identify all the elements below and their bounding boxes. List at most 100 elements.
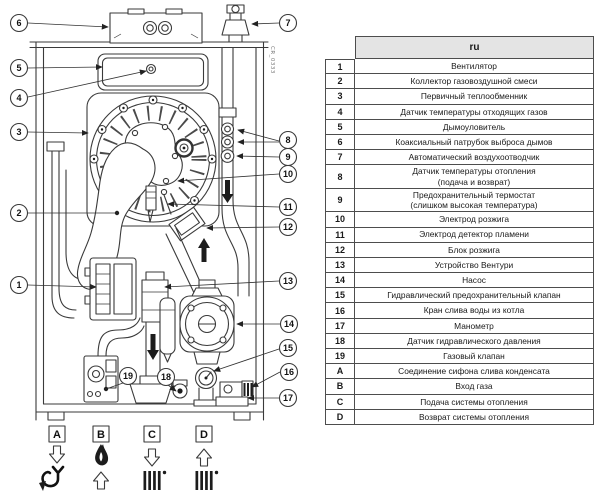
drain-tap-group xyxy=(215,380,254,407)
svg-text:9: 9 xyxy=(285,152,290,162)
part-description: Электрод детектор пламени xyxy=(355,227,594,243)
part-description: Электрод розжига xyxy=(355,212,594,228)
svg-text:D: D xyxy=(200,429,208,441)
callout-6: 6 xyxy=(9,13,29,33)
svg-text:3: 3 xyxy=(16,127,21,137)
callout-2: 2 xyxy=(9,203,29,223)
fan xyxy=(84,257,137,321)
part-number: 2 xyxy=(325,74,355,90)
part-description: Газовый клапан xyxy=(355,349,594,365)
part-number: 13 xyxy=(325,257,355,274)
svg-text:2: 2 xyxy=(16,208,21,218)
hydraulic-pressure-sensor xyxy=(159,297,188,399)
part-number: 18 xyxy=(325,333,355,349)
header-spacer xyxy=(325,36,355,59)
port-label-d: D xyxy=(195,425,213,443)
svg-text:16: 16 xyxy=(284,367,294,377)
svg-text:14: 14 xyxy=(284,319,294,329)
part-number: 19 xyxy=(325,349,355,365)
callout-4: 4 xyxy=(9,88,29,108)
part-number: C xyxy=(325,394,355,410)
svg-text:7: 7 xyxy=(285,18,290,28)
svg-text:11: 11 xyxy=(283,202,293,212)
sight-glass-icon xyxy=(174,138,194,158)
svg-text:18: 18 xyxy=(161,372,171,382)
port-label-b: B xyxy=(92,425,110,443)
condensate-downpipe xyxy=(129,321,173,404)
part-description: Автоматический воздухоотводчик xyxy=(355,150,594,166)
part-description: Первичный теплообменник xyxy=(355,89,594,105)
callout-8: 8 xyxy=(278,130,298,150)
coaxial-flue-outlet xyxy=(109,8,203,44)
svg-text:B: B xyxy=(97,429,105,441)
part-number: 6 xyxy=(325,134,355,151)
callout-13: 13 xyxy=(278,271,298,291)
part-description: Гидравлический предохранительный клапан xyxy=(355,288,594,304)
svg-text:13: 13 xyxy=(283,276,293,286)
part-description: Вход газа xyxy=(355,379,594,395)
callout-3: 3 xyxy=(9,122,29,142)
part-number: 3 xyxy=(325,89,355,105)
part-description: Датчик температуры отходящих газов xyxy=(355,104,594,120)
exchanger-bolts xyxy=(89,95,217,206)
part-number: 7 xyxy=(325,150,355,166)
part-description: Соединение сифона слива конденсата xyxy=(355,364,594,380)
callout-leaders xyxy=(27,20,281,401)
part-description: Датчик температуры отопления (подача и в… xyxy=(355,165,594,189)
callout-16: 16 xyxy=(279,362,299,382)
drawing-code: CR_0333 xyxy=(269,46,275,74)
part-description: Насос xyxy=(355,273,594,289)
auto-air-vent-valve xyxy=(221,4,250,43)
pressure-gauge xyxy=(193,366,221,407)
callout-11: 11 xyxy=(278,197,298,217)
right-pipe-sensors xyxy=(218,46,250,297)
part-number: 14 xyxy=(325,273,355,289)
svg-text:17: 17 xyxy=(283,393,293,403)
callout-10: 10 xyxy=(278,164,298,184)
svg-text:15: 15 xyxy=(283,343,293,353)
svg-text:A: A xyxy=(53,429,61,441)
svg-text:19: 19 xyxy=(123,371,133,381)
callout-9: 9 xyxy=(278,147,298,167)
callout-18: 18 xyxy=(156,367,176,387)
port-label-c: C xyxy=(143,425,161,443)
part-description: Возврат системы отопления xyxy=(355,409,594,425)
smoke-collector-panel xyxy=(97,53,209,91)
part-description: Коллектор газовоздушной смеси xyxy=(355,74,594,90)
part-description: Дымоуловитель xyxy=(355,119,594,135)
part-description: Коаксиальный патрубок выброса дымов xyxy=(355,134,594,151)
left-pipes xyxy=(46,141,87,319)
boiler-casing xyxy=(29,41,269,421)
part-number: 9 xyxy=(325,188,355,213)
gas-flame-inlet-icon xyxy=(92,444,110,490)
callout-19: 19 xyxy=(118,366,138,386)
part-number: 15 xyxy=(325,288,355,304)
part-number: 4 xyxy=(325,104,355,120)
heating-return-radiator-icon xyxy=(195,448,219,490)
part-number: A xyxy=(325,364,355,380)
part-description: Датчик гидравлического давления xyxy=(355,333,594,349)
callout-14: 14 xyxy=(279,314,299,334)
condensate-siphon-drain-icon xyxy=(39,445,66,491)
port-label-a: A xyxy=(48,425,66,443)
callout-12: 12 xyxy=(278,217,298,237)
heating-flow-radiator-icon xyxy=(143,448,167,490)
callout-1: 1 xyxy=(9,275,29,295)
